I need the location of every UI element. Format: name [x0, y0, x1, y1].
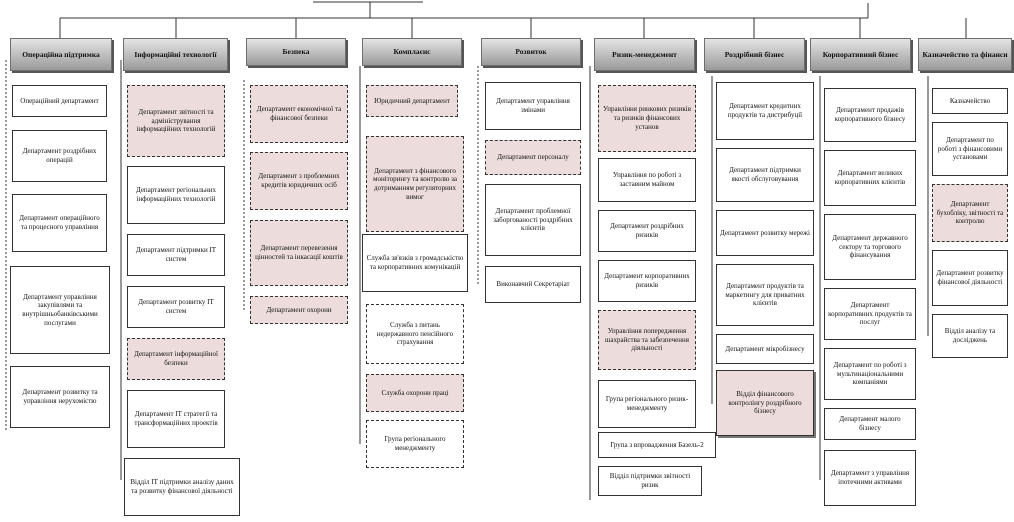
- header-operational-support: Операційна підтримка: [10, 38, 112, 71]
- dept-accounting: Департамент бухобліку, звітності та конт…: [932, 184, 1008, 242]
- dept-it-support: Департамент підтримки ІТ систем: [127, 234, 225, 276]
- dept-credit-products: Департамент кредитних продуктів та дистр…: [716, 82, 814, 140]
- dept-change-management: Департамент управління змінами: [485, 82, 581, 130]
- group-regional-management: Група регіонального менеджменту: [366, 420, 464, 468]
- header-treasury-finance: Казначейство та фінанси: [918, 38, 1012, 71]
- dept-operational: Операційний департамент: [12, 85, 107, 117]
- dept-personnel: Департамент персоналу: [485, 140, 581, 175]
- unit-collateral: Управління по роботі з заставним майном: [598, 158, 696, 202]
- dept-mortgage-assets: Департамент з управління іпотечними акти…: [824, 450, 916, 506]
- header-development: Розвиток: [481, 38, 581, 66]
- dept-operational-process-management: Департамент операційного та процесного у…: [12, 194, 107, 252]
- dept-retail-operations: Департамент роздрібних операцій: [12, 130, 107, 182]
- dept-it-reporting: Департамент звітності та адміністрування…: [127, 85, 225, 157]
- dept-it-data-analysis: Відділ ІТ підтримки аналізу даних та роз…: [124, 458, 240, 516]
- group-regional-risk: Група регіонального ризик-менеджменту: [598, 380, 696, 428]
- dept-retail-problem-debt: Департамент проблемної заборгованості ро…: [485, 184, 581, 256]
- service-labor-safety: Служба охорони праці: [366, 374, 464, 412]
- service-public-relations: Служба зв'язків з громадськістю та корпо…: [362, 234, 468, 292]
- dept-financial-monitoring: Департамент з фінансового моніторингу та…: [366, 136, 464, 232]
- dept-guard: Департамент охорони: [250, 296, 348, 324]
- header-compliance: Комплаєнс: [362, 38, 462, 66]
- dept-problem-loans-legal: Департамент з проблемних кредитів юридич…: [250, 152, 348, 210]
- service-pension-insurance: Служба з питань недержавного пенсійного …: [366, 304, 464, 364]
- dept-valuables-transport: Департамент перевезення цінностей та інк…: [250, 220, 348, 286]
- dept-multinational: Департамент по роботі з мультинаціональн…: [824, 348, 916, 400]
- unit-risk-reporting-support: Відділ підтримки звітності ризик: [598, 466, 702, 496]
- dept-economic-security: Департамент економічної та фінансової бе…: [250, 85, 348, 143]
- dept-financial-institutions: Департамент по роботі з фінансовими уста…: [932, 122, 1008, 176]
- dept-retail-risks: Департамент роздрібних ризиків: [598, 210, 696, 252]
- dept-it-development: Департамент розвитку ІТ систем: [127, 286, 225, 328]
- dept-large-corporate-clients: Департамент великих корпоративних клієнт…: [824, 150, 916, 206]
- dept-private-client-products: Департамент продуктів та маркетингу для …: [716, 264, 814, 326]
- header-risk-management: Ризик-менеджмент: [594, 38, 695, 71]
- dept-financial-development: Департамент розвитку фінансової діяльнос…: [932, 250, 1008, 306]
- unit-market-risks: Управління ринкових ризиків та ризиків ф…: [598, 85, 696, 152]
- dept-small-business: Департамент малого бізнесу: [824, 408, 916, 440]
- dept-it-strategy: Департамент ІТ стратегії та трансформаці…: [127, 390, 225, 448]
- dept-microbusiness: Департамент мікробізнесу: [716, 334, 814, 364]
- dept-real-estate: Департамент розвитку та управління нерух…: [10, 366, 110, 428]
- executive-secretariat: Виконавчий Секретаріат: [485, 266, 581, 303]
- header-corporate-business: Корпоративний бізнес: [810, 38, 911, 71]
- group-basel-2: Група з впровадження Базель-2: [598, 432, 716, 458]
- dept-service-quality: Департамент підтримки якості обслуговува…: [716, 148, 814, 202]
- header-it: Інформаційні технології: [123, 38, 228, 71]
- dept-procurement-management: Департамент управління закупівлями та вн…: [10, 266, 110, 354]
- treasury: Казначейство: [932, 88, 1008, 114]
- header-security: Безпека: [246, 38, 346, 66]
- unit-retail-controlling: Відділ фінансового контролінгу роздрібно…: [716, 370, 814, 436]
- unit-fraud-prevention: Управління попередження шахрайства та за…: [598, 310, 696, 370]
- dept-corporate-risks: Департамент корпоративних ризиків: [598, 260, 696, 302]
- dept-legal: Юридичний департамент: [366, 85, 458, 117]
- dept-state-sector: Департамент державного сектору та торгов…: [824, 214, 916, 280]
- header-retail-business: Роздрібний бізнес: [704, 38, 805, 71]
- unit-analysis-research: Відділ аналізу та досліджень: [932, 314, 1008, 358]
- dept-regional-it: Департамент регіональних інформаційних т…: [127, 166, 225, 224]
- dept-network-development: Департамент розвитку мережі: [716, 210, 814, 256]
- dept-corporate-products: Департамент корпоративних продуктів та п…: [824, 288, 916, 340]
- dept-corporate-sales: Департамент продажів корпоративного бізн…: [824, 88, 916, 142]
- dept-information-security: Департамент інформаційної безпеки: [127, 338, 225, 380]
